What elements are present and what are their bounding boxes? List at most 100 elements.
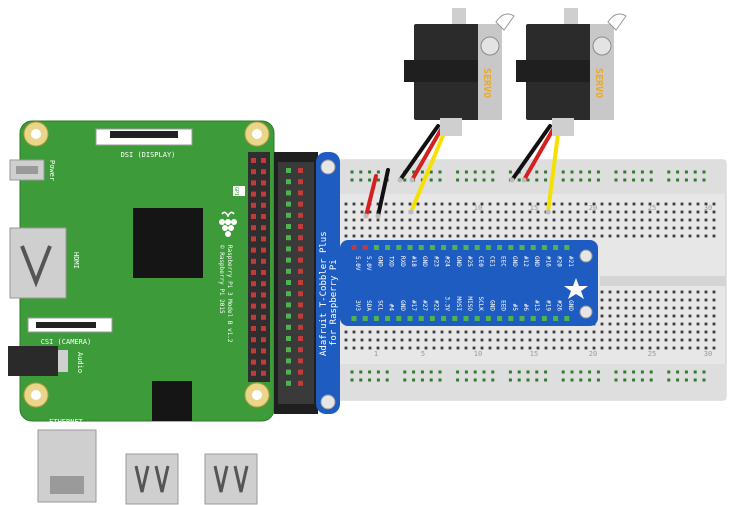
breadboard-hole <box>672 290 676 294</box>
breadboard-hole <box>608 330 612 334</box>
breadboard-hole <box>344 330 348 334</box>
breadboard-hole <box>704 322 708 326</box>
breadboard-hole <box>632 322 636 326</box>
breadboard-hole <box>359 378 363 382</box>
breadboard-hole <box>656 338 660 342</box>
breadboard-hole <box>535 378 539 382</box>
breadboard-hole <box>400 330 404 334</box>
hdmi-label: HDMI <box>72 252 80 269</box>
breadboard-hole <box>408 346 412 350</box>
breadboard-hole <box>702 178 706 182</box>
breadboard-hole <box>624 338 628 342</box>
breadboard-hole <box>616 218 620 222</box>
breadboard-hole <box>588 370 592 374</box>
breadboard-hole <box>640 378 644 382</box>
breadboard-hole <box>696 306 700 310</box>
cobbler-hole-icon <box>579 305 593 319</box>
breadboard-hole <box>696 338 700 342</box>
breadboard-hole <box>656 290 660 294</box>
gpio-pin <box>251 314 256 320</box>
breadboard-hole <box>504 202 508 206</box>
breadboard-hole <box>608 290 612 294</box>
breadboard-hole <box>448 210 452 214</box>
breadboard-hole <box>624 306 628 310</box>
breadboard-hole <box>616 234 620 238</box>
breadboard-hole <box>496 226 500 230</box>
breadboard-hole <box>672 322 676 326</box>
breadboard-hole <box>420 370 424 374</box>
breadboard-hole <box>640 290 644 294</box>
cobbler-pin-label: #17 <box>410 300 417 311</box>
cobbler-pin-label: TXD <box>388 256 395 267</box>
breadboard-hole <box>676 178 680 182</box>
power-label: Power <box>48 160 56 181</box>
breadboard-hole <box>520 202 524 206</box>
breadboard-hole <box>560 226 564 230</box>
audio-jack <box>8 346 58 376</box>
breadboard-hole <box>648 234 652 238</box>
breadboard-hole <box>408 218 412 222</box>
breadboard-hole <box>544 370 548 374</box>
breadboard-hole <box>684 178 688 182</box>
breadboard-hole <box>528 346 532 350</box>
breadboard-hole <box>648 290 652 294</box>
ribbon-cable <box>274 152 318 414</box>
breadboard-hole <box>672 306 676 310</box>
breadboard-hole <box>680 210 684 214</box>
breadboard-hole <box>482 378 486 382</box>
cobbler-pin <box>485 245 491 250</box>
breadboard-hole <box>664 298 668 302</box>
breadboard-hole <box>696 314 700 318</box>
cobbler-pin-label: GND <box>399 300 406 311</box>
breadboard-hole <box>432 218 436 222</box>
cobbler-pin <box>530 316 536 321</box>
ribbon-pin <box>286 380 291 386</box>
breadboard-hole <box>600 338 604 342</box>
breadboard-hole <box>672 234 676 238</box>
breadboard-hole <box>517 378 521 382</box>
breadboard-hole <box>544 346 548 350</box>
breadboard-hole <box>608 226 612 230</box>
breadboard-hole <box>704 210 708 214</box>
ribbon-pin <box>298 179 303 185</box>
breadboard-hole <box>368 338 372 342</box>
cobbler-pin-label: #26 <box>556 300 563 311</box>
breadboard-hole <box>579 378 583 382</box>
breadboard-hole <box>360 226 364 230</box>
breadboard-hole <box>667 378 671 382</box>
breadboard-hole <box>344 202 348 206</box>
breadboard-hole <box>429 178 433 182</box>
breadboard-hole <box>704 306 708 310</box>
breadboard-hole <box>688 234 692 238</box>
breadboard-hole <box>592 210 596 214</box>
breadboard-hole <box>579 370 583 374</box>
breadboard-hole <box>623 170 627 174</box>
breadboard-hole <box>664 306 668 310</box>
cobbler-pin-label: EEC <box>500 256 507 267</box>
breadboard-hole <box>640 210 644 214</box>
breadboard-hole <box>696 330 700 334</box>
gpio-pin <box>261 180 266 186</box>
breadboard-hole <box>696 298 700 302</box>
ribbon-pin <box>286 224 291 229</box>
cobbler-pin-label: MOSI <box>455 297 462 312</box>
breadboard-hole <box>420 378 424 382</box>
breadboard-hole <box>384 202 388 206</box>
breadboard-hole <box>403 370 407 374</box>
ribbon-pin <box>298 302 303 308</box>
breadboard-hole <box>429 170 433 174</box>
breadboard-hole <box>672 330 676 334</box>
breadboard-hole <box>544 170 548 174</box>
breadboard-hole <box>528 226 532 230</box>
breadboard-hole <box>480 226 484 230</box>
breadboard-hole <box>512 346 516 350</box>
breadboard-hole <box>408 234 412 238</box>
gpio-pin <box>261 348 266 354</box>
cobbler-pin <box>418 245 424 250</box>
gpio-pin <box>251 180 256 186</box>
breadboard-hole <box>576 330 580 334</box>
breadboard-hole <box>552 330 556 334</box>
cobbler-pin <box>452 245 458 250</box>
breadboard-hole <box>544 378 548 382</box>
ethernet-label: ETHERNET <box>49 418 84 426</box>
